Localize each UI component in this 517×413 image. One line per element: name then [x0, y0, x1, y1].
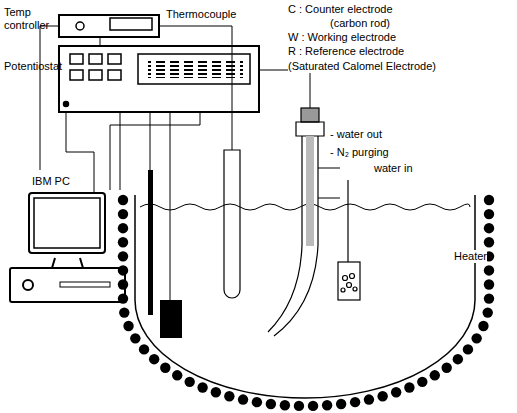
thermocouple-tube [224, 150, 240, 298]
legend-text: R : Reference electrode [288, 45, 404, 58]
cell-vessel [135, 195, 475, 398]
controller-panel [76, 18, 152, 30]
legend-text: (carbon rod) [330, 17, 390, 30]
gas-sparger [338, 180, 360, 300]
callout-label: - water out [330, 128, 382, 141]
reference-electrode [268, 108, 340, 336]
counter-electrode [148, 170, 153, 315]
potentiostat-box: Potentiostat [58, 45, 260, 113]
cable [66, 113, 94, 192]
wires [40, 26, 310, 300]
callout-label: Heater [454, 250, 487, 263]
working-electrode [160, 300, 182, 338]
node-label: Temp controller [4, 6, 58, 32]
controller-box: Temp controller [58, 14, 160, 38]
potentiostat-panel [64, 54, 251, 107]
legend-text: W : Working electrode [288, 31, 396, 44]
node-label: Potentiostat [4, 60, 62, 73]
node-label: IBM PC [32, 175, 70, 188]
legend-text: (Saturated Calomel Electrode) [288, 60, 436, 73]
legend-text: C : Counter electrode [288, 3, 393, 16]
thermocouple-label: Thermocouple [166, 8, 236, 21]
callout-label: water in [374, 162, 413, 175]
water-surface [140, 204, 470, 210]
callout-label: - N₂ purging [330, 146, 389, 159]
monitor-box: IBM PC [28, 192, 106, 254]
